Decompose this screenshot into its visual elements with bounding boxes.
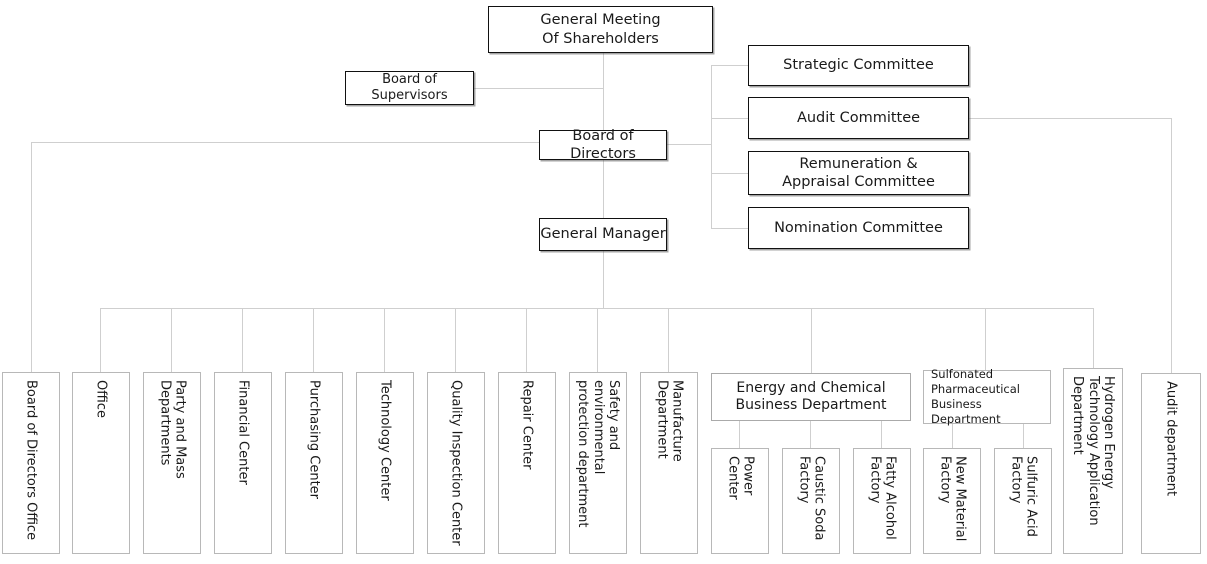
connector-committee-audit bbox=[711, 118, 748, 119]
technology-center-label: Technology Center bbox=[377, 380, 393, 501]
remuneration-line-2: Appraisal Committee bbox=[782, 174, 935, 190]
node-audit-department[interactable]: Audit department bbox=[1141, 373, 1201, 554]
node-board-of-directors[interactable]: Board of Directors bbox=[539, 127, 667, 162]
power-center-label: Power Center bbox=[725, 456, 756, 500]
node-power-center[interactable]: Power Center bbox=[711, 448, 769, 554]
general-manager-label: General Manager bbox=[540, 226, 666, 243]
sulfonated-line-2: Pharmaceutical bbox=[931, 382, 1021, 397]
quality-inspection-center-label: Quality Inspection Center bbox=[448, 380, 464, 546]
connector-supervisors-to-spine bbox=[473, 88, 604, 89]
board-of-supervisors-line-1: Board of bbox=[382, 71, 437, 87]
node-purchasing-center[interactable]: Purchasing Center bbox=[285, 372, 343, 554]
board-of-directors-office-label: Board of Directors Office bbox=[23, 380, 39, 541]
connector-manager-to-distribution bbox=[603, 251, 604, 308]
drop-manufacture-department bbox=[668, 308, 669, 373]
drop-repair-center bbox=[526, 308, 527, 373]
connector-audit-department-vertical bbox=[1171, 118, 1172, 373]
connector-audit-committee-right bbox=[969, 118, 1172, 119]
repair-center-label: Repair Center bbox=[519, 380, 535, 470]
drop-hydrogen-department bbox=[1093, 308, 1094, 373]
office-label: Office bbox=[93, 380, 109, 418]
node-new-material-factory[interactable]: New Material Factory bbox=[923, 448, 981, 554]
drop-financial-center bbox=[242, 308, 243, 373]
drop-purchasing-center bbox=[313, 308, 314, 373]
sulfonated-subspine-newmaterial bbox=[952, 424, 953, 448]
node-strategic-committee[interactable]: Strategic Committee bbox=[748, 45, 969, 86]
purchasing-center-label: Purchasing Center bbox=[306, 380, 322, 500]
connector-board-left-vertical bbox=[31, 142, 32, 373]
general-meeting-line-2: Of Shareholders bbox=[542, 30, 659, 47]
drop-energy-department bbox=[811, 308, 812, 373]
nomination-committee-label: Nomination Committee bbox=[774, 219, 943, 236]
node-sulfonated-pharmaceutical-business-department[interactable]: Sulfonated Pharmaceutical Business Depar… bbox=[923, 367, 1051, 426]
sulfonated-line-1: Sulfonated bbox=[931, 367, 994, 382]
node-general-manager[interactable]: General Manager bbox=[539, 218, 667, 251]
node-general-meeting-of-shareholders[interactable]: General Meeting Of Shareholders bbox=[488, 6, 713, 53]
board-of-directors-label: Board of Directors bbox=[570, 127, 636, 162]
caustic-soda-factory-label: Caustic Soda Factory bbox=[796, 456, 827, 541]
financial-center-label: Financial Center bbox=[235, 380, 251, 485]
committee-spine bbox=[711, 65, 712, 228]
connector-board-left-horizontal bbox=[31, 142, 539, 143]
audit-committee-label: Audit Committee bbox=[796, 109, 921, 126]
safety-and-environmental-protection-department-label: Safety and environmental protection depa… bbox=[575, 380, 621, 528]
connector-board-to-manager bbox=[603, 160, 604, 218]
drop-office bbox=[100, 308, 101, 373]
manufacture-department-label: Manufacture Department bbox=[654, 380, 685, 462]
drop-technology-center bbox=[384, 308, 385, 373]
node-manufacture-department[interactable]: Manufacture Department bbox=[640, 372, 698, 554]
party-and-mass-departments-label: Party and Mass Departments bbox=[157, 380, 188, 479]
node-quality-inspection-center[interactable]: Quality Inspection Center bbox=[427, 372, 485, 554]
hydrogen-energy-technology-application-department-label: Hydrogen Energy Technology Application D… bbox=[1070, 376, 1116, 526]
node-office[interactable]: Office bbox=[72, 372, 130, 554]
node-board-of-directors-office[interactable]: Board of Directors Office bbox=[2, 372, 60, 554]
strategic-committee-label: Strategic Committee bbox=[783, 57, 934, 74]
node-audit-committee[interactable]: Audit Committee bbox=[748, 97, 969, 139]
connector-meeting-to-board bbox=[603, 53, 604, 131]
node-remuneration-appraisal-committee[interactable]: Remuneration & Appraisal Committee bbox=[748, 151, 969, 195]
energy-line-2: Business Department bbox=[735, 397, 887, 413]
energy-line-1: Energy and Chemical bbox=[736, 379, 886, 396]
node-sulfuric-acid-factory[interactable]: Sulfuric Acid Factory bbox=[994, 448, 1052, 554]
drop-safety-department bbox=[597, 308, 598, 373]
sulfonated-line-3: Business Department bbox=[931, 397, 1001, 426]
energy-subspine-power bbox=[739, 421, 740, 448]
node-repair-center[interactable]: Repair Center bbox=[498, 372, 556, 554]
sulfonated-subspine-sulfuric bbox=[1023, 424, 1024, 448]
energy-subspine-fatty bbox=[881, 421, 882, 448]
sulfuric-acid-factory-label: Sulfuric Acid Factory bbox=[1008, 456, 1039, 537]
node-energy-and-chemical-business-department[interactable]: Energy and Chemical Business Department bbox=[711, 373, 911, 421]
audit-department-label: Audit department bbox=[1163, 381, 1179, 497]
connector-committee-remuneration bbox=[711, 173, 748, 174]
fatty-alcohol-factory-label: Fatty Alcohol Factory bbox=[867, 456, 898, 540]
node-nomination-committee[interactable]: Nomination Committee bbox=[748, 207, 969, 249]
remuneration-line-1: Remuneration & bbox=[799, 155, 918, 172]
node-financial-center[interactable]: Financial Center bbox=[214, 372, 272, 554]
drop-party-and-mass bbox=[171, 308, 172, 373]
general-meeting-line-1: General Meeting bbox=[540, 12, 661, 29]
connector-board-to-committees bbox=[667, 144, 711, 145]
node-caustic-soda-factory[interactable]: Caustic Soda Factory bbox=[782, 448, 840, 554]
energy-subspine-caustic bbox=[810, 421, 811, 448]
drop-quality-inspection-center bbox=[455, 308, 456, 373]
node-technology-center[interactable]: Technology Center bbox=[356, 372, 414, 554]
new-material-factory-label: New Material Factory bbox=[937, 456, 968, 542]
drop-sulfonated-department bbox=[985, 308, 986, 373]
connector-committee-strategic bbox=[711, 65, 748, 66]
node-board-of-supervisors[interactable]: Board of Supervisors bbox=[345, 71, 474, 105]
board-of-supervisors-line-2: Supervisors bbox=[371, 88, 448, 103]
node-fatty-alcohol-factory[interactable]: Fatty Alcohol Factory bbox=[853, 448, 911, 554]
node-hydrogen-energy-technology-application-department[interactable]: Hydrogen Energy Technology Application D… bbox=[1063, 368, 1123, 554]
connector-committee-nomination bbox=[711, 228, 748, 229]
node-safety-and-environmental-protection-department[interactable]: Safety and environmental protection depa… bbox=[569, 372, 627, 554]
node-party-and-mass-departments[interactable]: Party and Mass Departments bbox=[143, 372, 201, 554]
